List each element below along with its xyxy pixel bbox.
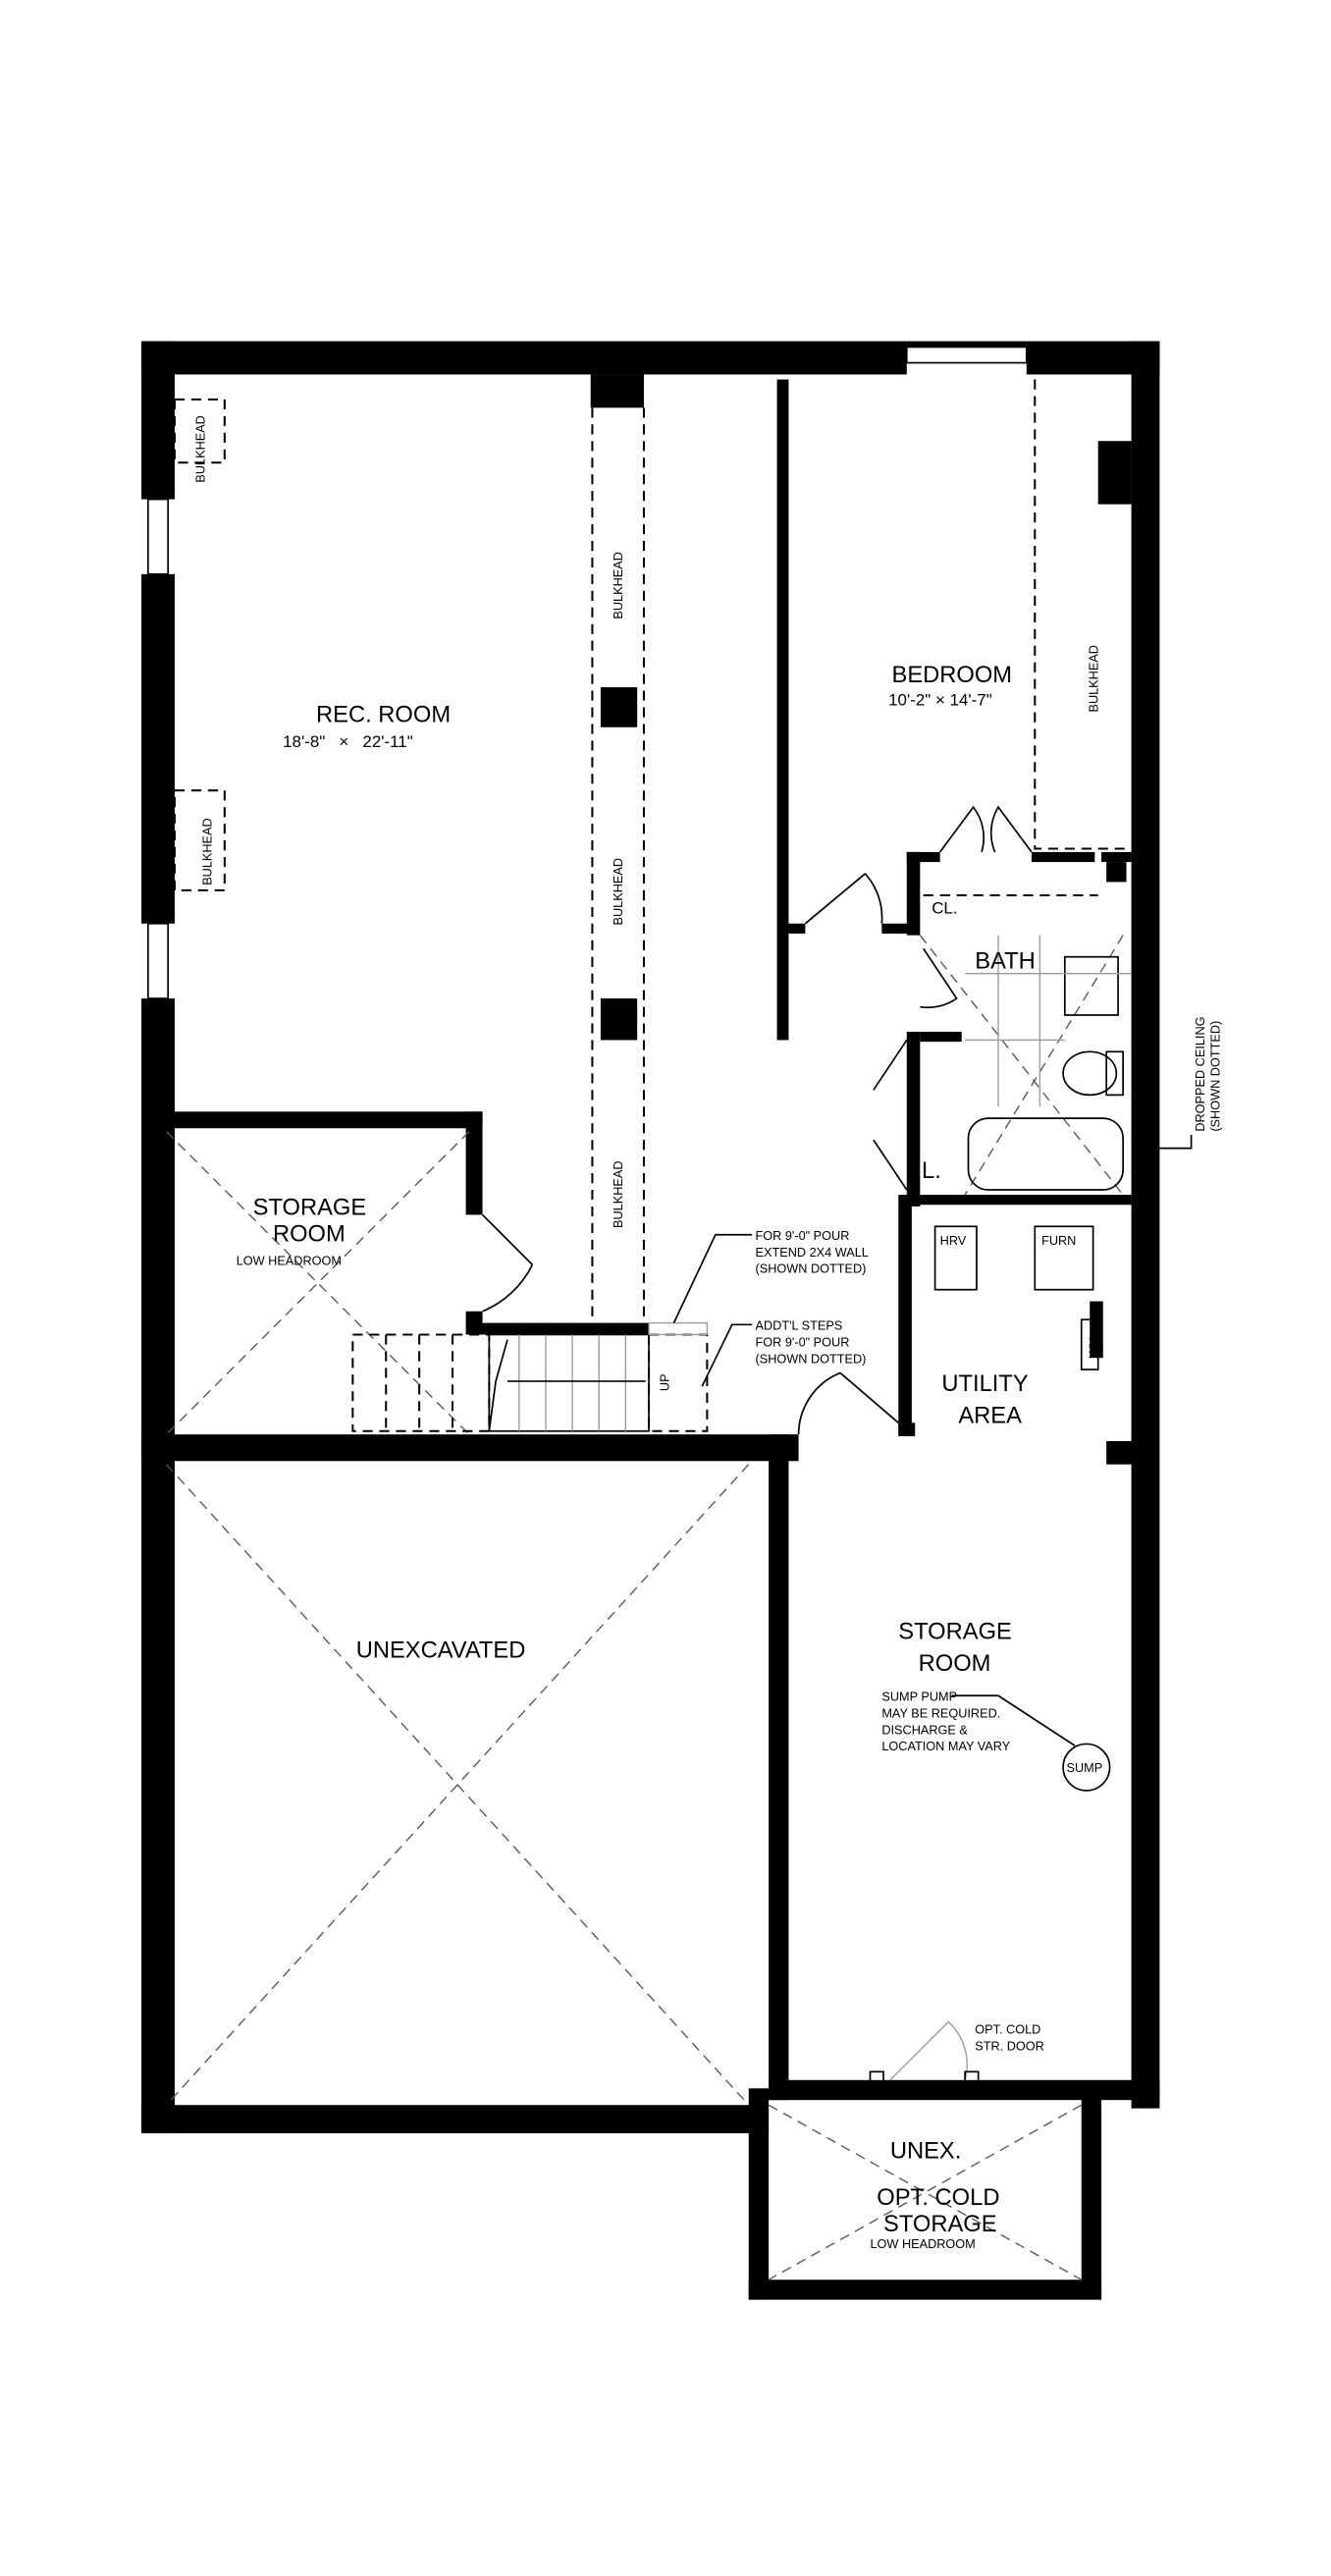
doors <box>481 805 1033 2083</box>
walls <box>141 341 1160 2300</box>
bedroom-name: BEDROOM <box>892 663 1013 688</box>
water-heater <box>1080 1318 1099 1370</box>
bulkhead-label: BULKHEAD <box>199 818 214 885</box>
storage-room-line1: STORAGE <box>898 1620 1012 1645</box>
storage-low-line1: STORAGE <box>253 1195 367 1220</box>
dropped-ceiling-leader <box>1159 1135 1193 1150</box>
pour-steps-note: ADDT'L STEPS FOR 9'-0" POUR (SHOWN DOTTE… <box>756 1317 867 1366</box>
sump-label: SUMP <box>1066 1760 1102 1775</box>
dropped-ceiling-note: DROPPED CEILING (SHOWN DOTTED) <box>1193 1013 1222 1132</box>
water-heater-label: WH <box>1087 1337 1101 1358</box>
laundry-label: L. <box>922 1158 941 1184</box>
pour-steps-leader <box>701 1323 753 1387</box>
sump-leader <box>951 1694 1076 1746</box>
hrv-label: HRV <box>940 1233 967 1248</box>
bulkhead-label: BULKHEAD <box>1087 645 1101 712</box>
no-access-markings <box>165 935 1124 2281</box>
rec-room-name: REC. ROOM <box>316 703 451 728</box>
furnace-label: FURN <box>1041 1233 1076 1248</box>
stairs <box>351 1321 709 1432</box>
utility-line1: UTILITY <box>941 1371 1028 1397</box>
sump-note: SUMP PUMP MAY BE REQUIRED. DISCHARGE & L… <box>881 1689 1010 1753</box>
unexcavated-label: UNEXCAVATED <box>356 1637 526 1663</box>
rec-room-dims: 18'-8" × 22'-11" <box>283 732 413 751</box>
storage-low-line2: ROOM <box>273 1222 346 1248</box>
furnace-unit <box>1034 1225 1094 1291</box>
pour-wall-leader <box>672 1233 753 1323</box>
stairs-up-label: UP <box>657 1373 671 1391</box>
cold-storage-line2: OPT. COLD <box>877 2185 999 2211</box>
storage-low-note: LOW HEADROOM <box>237 1253 342 1267</box>
bath-label: BATH <box>975 949 1036 975</box>
cold-storage-note: LOW HEADROOM <box>870 2236 975 2251</box>
bulkheads <box>173 379 1132 1323</box>
bulkhead-label: BULKHEAD <box>611 858 625 925</box>
pour-wall-note: FOR 9'-0" POUR EXTEND 2X4 WALL (SHOWN DO… <box>756 1228 873 1276</box>
closet-label: CL. <box>932 899 957 918</box>
cold-storage-line1: UNEX. <box>890 2138 961 2164</box>
hrv-unit <box>933 1225 978 1291</box>
sump-pit <box>1062 1743 1111 1792</box>
bulkhead-label: BULKHEAD <box>611 552 625 618</box>
storage-room-line2: ROOM <box>919 1651 991 1677</box>
bulkhead-label: BULKHEAD <box>192 415 207 482</box>
windows <box>147 345 1028 999</box>
utility-line2: AREA <box>958 1403 1022 1428</box>
bath-fixtures <box>965 935 1132 1191</box>
cold-door-note: OPT. COLD STR. DOOR <box>975 2021 1044 2053</box>
bulkhead-label: BULKHEAD <box>611 1160 625 1227</box>
bedroom-dims: 10'-2" × 14'-7" <box>888 691 992 710</box>
cold-storage-line3: STORAGE <box>883 2212 997 2237</box>
